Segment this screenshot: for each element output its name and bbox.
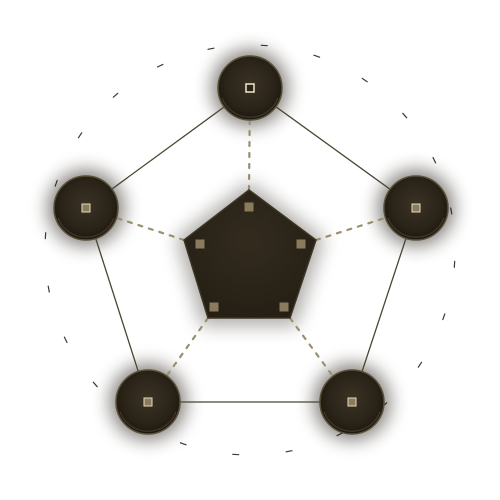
node-left[interactable] bbox=[53, 175, 119, 241]
node-bottom-left[interactable] bbox=[115, 369, 181, 435]
ring-tick bbox=[313, 54, 321, 58]
board-edges bbox=[85, 87, 417, 403]
node-bottom-right[interactable] bbox=[319, 369, 385, 435]
ring-tick bbox=[179, 442, 187, 446]
board-edge bbox=[351, 207, 417, 403]
board-spoke bbox=[165, 316, 210, 378]
center-pentagon[interactable] bbox=[183, 189, 317, 319]
core-square-marker bbox=[195, 239, 205, 249]
ring-tick bbox=[432, 156, 437, 164]
board-edge bbox=[85, 207, 149, 403]
board-spoke bbox=[288, 316, 335, 378]
board-edge bbox=[85, 87, 251, 209]
ring-tick bbox=[442, 313, 446, 321]
node-right[interactable] bbox=[383, 175, 449, 241]
board-spoke bbox=[314, 216, 387, 242]
ring-tick bbox=[207, 47, 215, 50]
ring-tick bbox=[63, 336, 68, 344]
center-pentagon-shape[interactable] bbox=[183, 189, 317, 319]
board-spokes bbox=[115, 118, 387, 378]
board-nodes[interactable] bbox=[53, 55, 449, 435]
node-rim-highlight bbox=[323, 411, 381, 432]
node-rim-highlight bbox=[119, 411, 177, 432]
core-square-marker bbox=[296, 239, 306, 249]
ring-tick bbox=[361, 77, 368, 83]
core-square-marker bbox=[279, 302, 289, 312]
node-rim-highlight bbox=[57, 217, 115, 238]
ring-tick bbox=[77, 132, 83, 139]
square-marker-icon bbox=[245, 83, 255, 93]
node-rim-highlight bbox=[221, 97, 279, 118]
board-edge bbox=[249, 87, 417, 209]
center-pentagon-markers bbox=[195, 202, 306, 312]
ring-tick bbox=[54, 179, 58, 187]
ring-tick bbox=[417, 361, 423, 368]
ring-tick bbox=[112, 92, 119, 98]
square-marker-icon bbox=[411, 203, 421, 213]
square-marker-icon bbox=[81, 203, 91, 213]
ring-tick bbox=[402, 112, 408, 119]
node-top[interactable] bbox=[217, 55, 283, 121]
board-spoke bbox=[115, 216, 186, 242]
ring-tick bbox=[285, 450, 293, 453]
ring-tick bbox=[92, 381, 98, 388]
core-square-marker bbox=[209, 302, 219, 312]
core-square-marker bbox=[244, 202, 254, 212]
square-marker-icon bbox=[347, 397, 357, 407]
square-marker-icon bbox=[143, 397, 153, 407]
board-spoke bbox=[247, 118, 251, 192]
outer-ring-ticks bbox=[44, 44, 456, 456]
ring-tick bbox=[47, 285, 50, 293]
node-rim-highlight bbox=[387, 217, 445, 238]
ring-tick bbox=[156, 63, 164, 68]
